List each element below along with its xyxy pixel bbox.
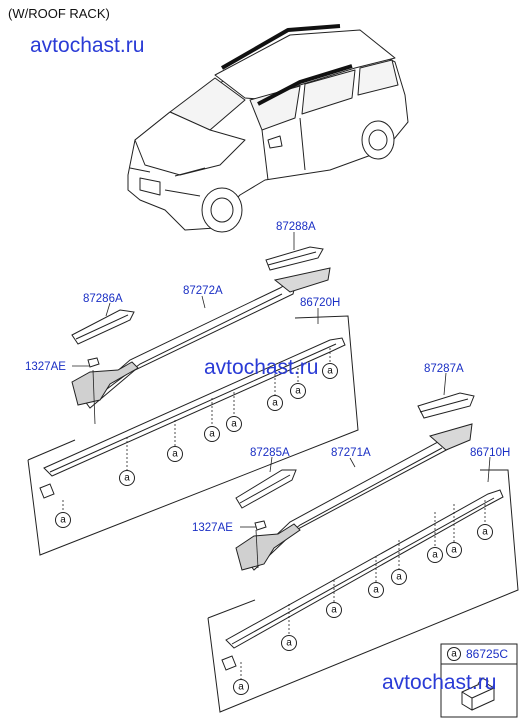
label-86710H: 86710H: [470, 447, 510, 459]
cover-87288A: [265, 246, 324, 271]
label-87287A: 87287A: [424, 363, 464, 375]
label-87288A: 87288A: [276, 221, 316, 233]
callout-a-1: [55, 512, 71, 528]
nut-1327AE-top: [87, 357, 100, 368]
callout-a-8: [322, 363, 338, 379]
tray-86720H: [27, 315, 359, 556]
label-1327AE-bottom: 1327AE: [192, 522, 233, 534]
diagram-title: (W/ROOF RACK): [8, 6, 110, 21]
callout-a-13: [391, 569, 407, 585]
legend-callout-circle: [447, 647, 461, 661]
callout-letter: a: [231, 419, 237, 430]
clip-icon: [461, 677, 495, 711]
callout-a-11: [326, 602, 342, 618]
nut-1327AE-bottom: [254, 520, 267, 531]
callout-a-16: [477, 524, 493, 540]
callout-letter: a: [482, 527, 488, 538]
callout-letter: a: [286, 638, 292, 649]
label-86720H: 86720H: [300, 297, 340, 309]
cover-87286A: [71, 309, 135, 345]
callout-a-15: [446, 542, 462, 558]
callout-a-9: [233, 679, 249, 695]
label-87271A: 87271A: [331, 447, 371, 459]
callout-letter: a: [451, 545, 457, 556]
callout-letter: a: [172, 449, 178, 460]
callout-circles: [55, 363, 493, 695]
cover-87285A: [235, 469, 297, 509]
car-illustration: [127, 24, 409, 233]
callout-a-6: [267, 395, 283, 411]
label-87285A: 87285A: [250, 447, 290, 459]
callout-a-14: [427, 547, 443, 563]
callout-a-12: [368, 582, 384, 598]
callout-letter: a: [272, 398, 278, 409]
legend-part-number: 86725C: [466, 647, 508, 661]
label-87286A: 87286A: [83, 293, 123, 305]
callout-letter: a: [331, 605, 337, 616]
cover-87287A: [417, 392, 475, 419]
callout-letters: a a a a a a a a a a a a a a a a: [60, 366, 488, 693]
callout-a-10: [281, 635, 297, 651]
callout-letter: a: [209, 429, 215, 440]
callout-letter: a: [124, 473, 130, 484]
watermark-bottom: avtochast.ru: [382, 671, 497, 694]
callout-letter: a: [327, 366, 333, 377]
callout-letter: a: [238, 682, 244, 693]
callout-letter: a: [60, 515, 66, 526]
leader-lines: [62, 232, 491, 680]
moulding-86710H: [221, 489, 504, 671]
rail-87272A: [71, 267, 331, 409]
label-87272A: 87272A: [183, 285, 223, 297]
watermark-top: avtochast.ru: [30, 34, 145, 57]
callout-a-7: [290, 383, 306, 399]
watermark-middle: avtochast.ru: [204, 356, 319, 379]
label-1327AE-top: 1327AE: [25, 361, 66, 373]
callout-letter: a: [373, 585, 379, 596]
callout-a-2: [119, 470, 135, 486]
legend-box: a 86725C: [440, 643, 518, 718]
callout-letter: a: [396, 572, 402, 583]
callout-a-5: [226, 416, 242, 432]
moulding-86720H: [39, 337, 346, 499]
callout-letter: a: [432, 550, 438, 561]
callout-a-4: [204, 426, 220, 442]
tray-86710H: [207, 469, 519, 713]
callout-a-3: [167, 446, 183, 462]
rail-87271A: [235, 423, 473, 571]
legend-letter: a: [451, 649, 457, 660]
callout-letter: a: [295, 386, 301, 397]
